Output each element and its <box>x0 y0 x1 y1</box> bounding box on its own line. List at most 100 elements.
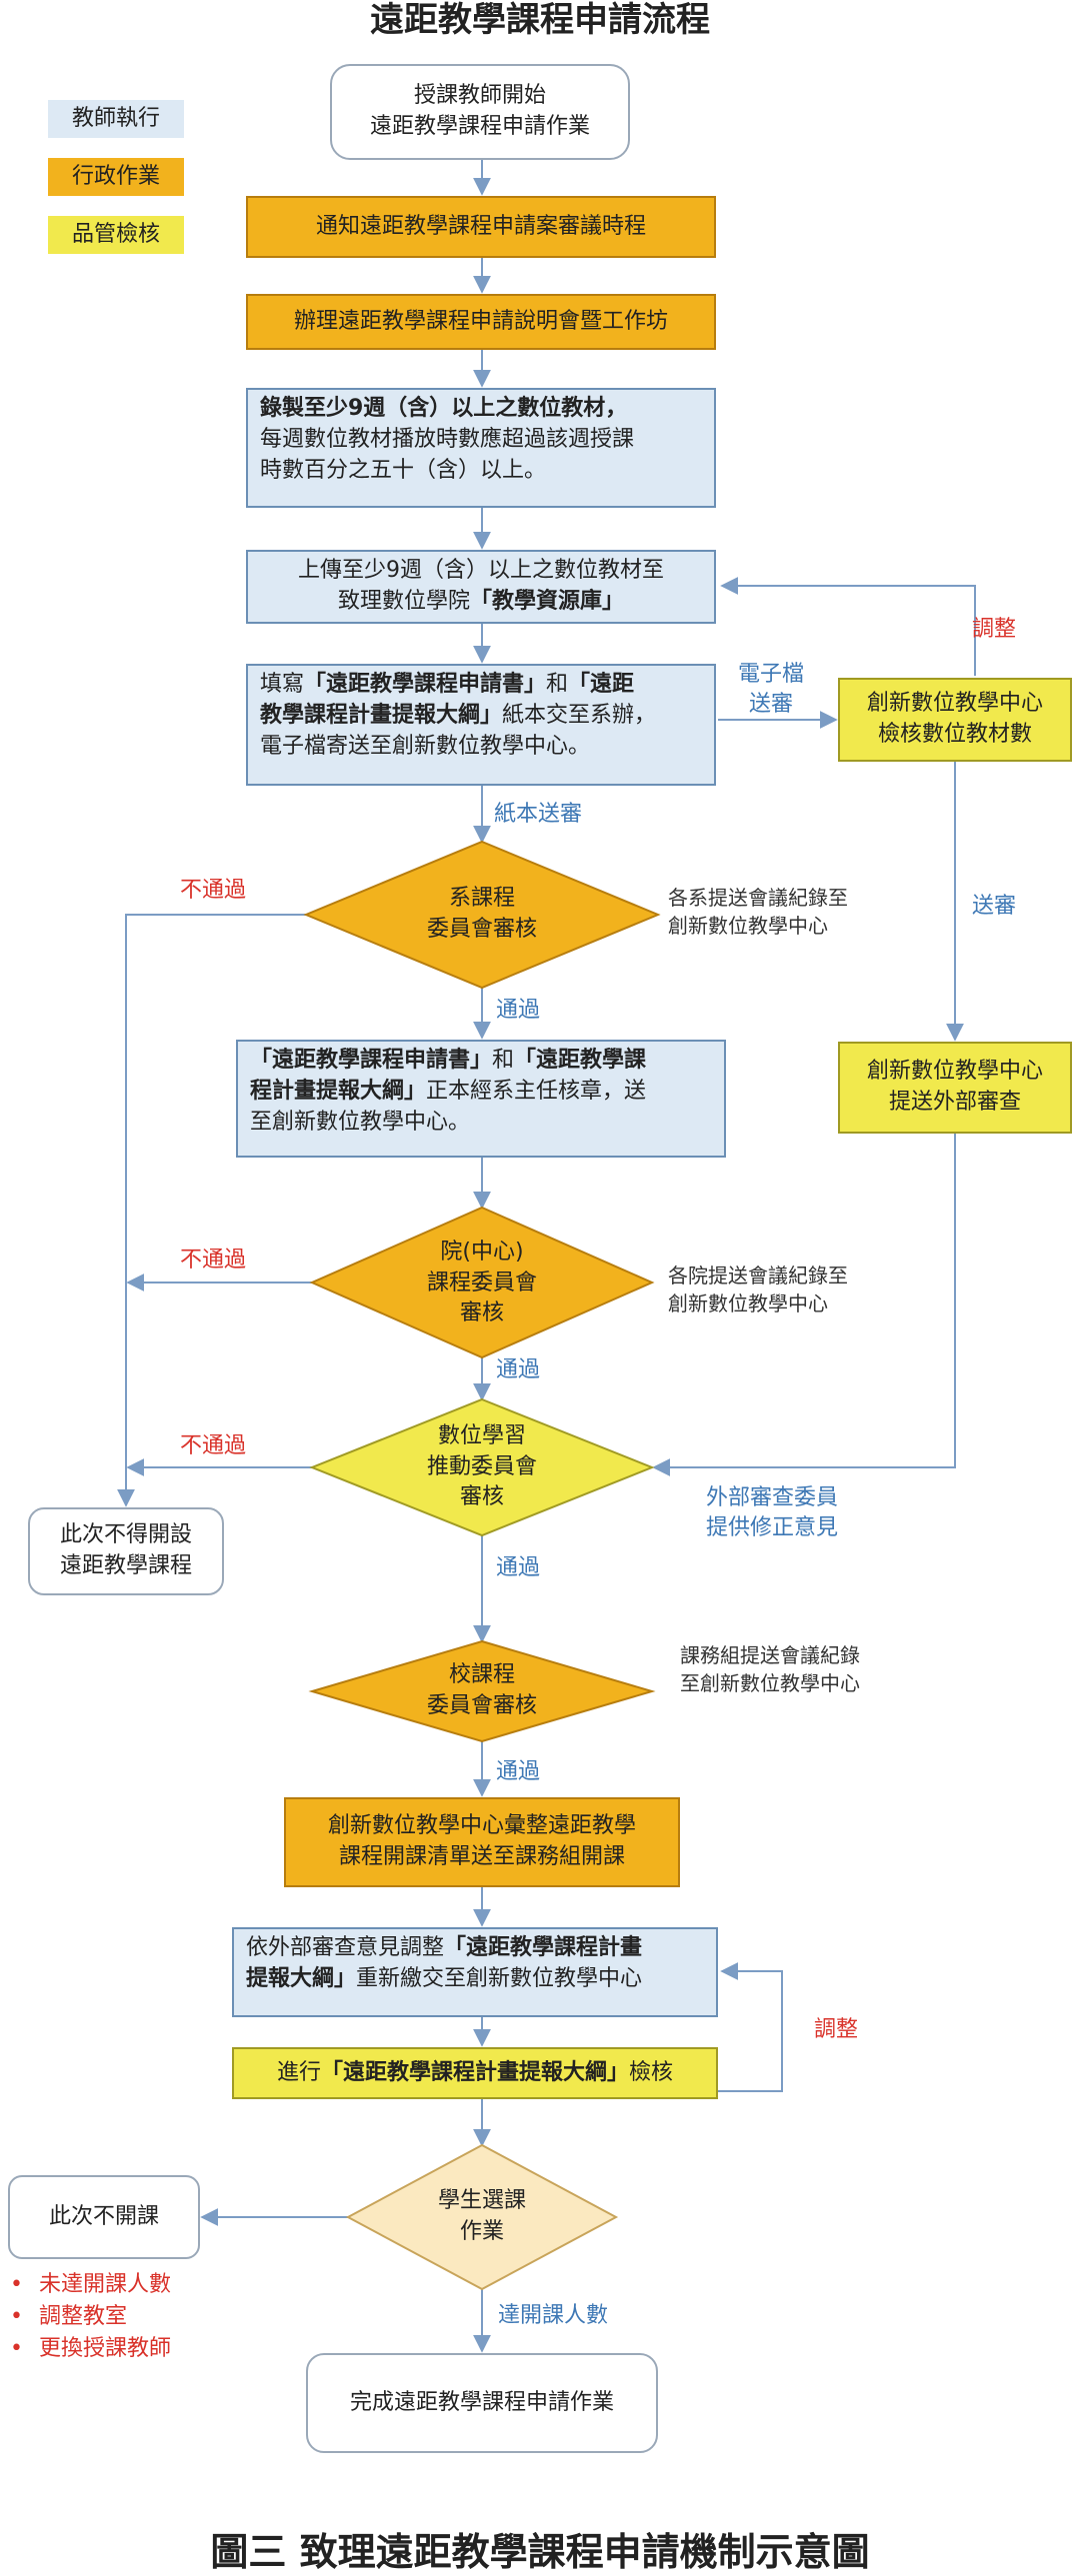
label-adjust-bottom: 調整 <box>814 2017 859 2042</box>
node-notify: 通知遠距教學課程申請案審議時程 <box>246 196 716 258</box>
node-digital-line3: 審核 <box>459 1484 504 1510</box>
arrow-verify-adjust-to-upload <box>720 577 976 676</box>
node-fill-3: 電子檔寄送至創新數位教學中心。 <box>260 733 591 759</box>
node-start-line1: 授課教師開始 <box>413 83 546 109</box>
node-fill-1a: 填寫 <box>260 672 305 697</box>
node-sign-2b: 正本經系主任核章，送 <box>426 1078 647 1104</box>
label-reach: 達開課人數 <box>498 2303 609 2328</box>
node-digital-line1: 數位學習 <box>437 1422 526 1448</box>
note-college-line1: 各院提送會議紀錄至 <box>668 1264 848 1288</box>
node-fill: 填寫「遠距教學課程申請書」和「遠距 教學課程計畫提報大綱」紙本交至系辦， 電子檔… <box>246 664 716 786</box>
node-upload-line1: 上傳至少9週（含）以上之數位教材至 <box>298 558 664 584</box>
node-sign-1b: 和 <box>492 1048 515 1073</box>
node-record: 錄製至少9週（含）以上之數位教材， 每週數位教材播放時數應超過該週授課 時數百分… <box>246 388 716 508</box>
node-check-c: 檢核 <box>629 2059 674 2085</box>
node-sign-2a: 程計畫提報大綱」 <box>250 1078 427 1104</box>
node-dept-review: 系課程 委員會審核 <box>352 866 612 964</box>
diamond-school-review <box>308 1639 656 1743</box>
reason-item: 更換授課教師 <box>10 2333 171 2365</box>
node-adjust-1a: 依外部審查意見調整 <box>246 1935 445 1960</box>
node-fill-1d: 「遠距 <box>568 672 635 697</box>
arrow-external-to-digital <box>652 1134 956 1476</box>
node-compile: 創新數位教學中心彙整遠距教學 課程開課清單送至課務組開課 <box>284 1797 680 1887</box>
page-title: 遠距教學課程申請流程 <box>370 0 710 40</box>
note-college-line2: 創新數位教學中心 <box>668 1291 828 1315</box>
node-verify-line2: 檢核數位教材數 <box>877 722 1032 747</box>
node-reject-line1: 此次不得開設 <box>59 1522 192 1548</box>
legend-admin: 行政作業 <box>48 158 184 196</box>
node-college-review: 院(中心) 課程委員會 審核 <box>352 1230 612 1337</box>
label-paper: 紙本送審 <box>494 802 583 827</box>
node-compile-line1: 創新數位教學中心彙整遠距教學 <box>327 1813 636 1839</box>
node-fill-2a: 教學課程計畫提報大綱」 <box>260 702 503 728</box>
node-school-line2: 委員會審核 <box>426 1693 537 1718</box>
node-workshop: 辦理遠距教學課程申請說明會暨工作坊 <box>246 294 716 350</box>
label-fail-digital: 不通過 <box>180 1433 247 1458</box>
node-sign-1a: 「遠距教學課程申請書」 <box>250 1048 493 1073</box>
node-start-line2: 遠距教學課程申請作業 <box>369 114 590 139</box>
node-fill-1b: 「遠距教學課程申請書」 <box>304 672 547 697</box>
node-adjust-2a: 提報大綱」 <box>246 1965 357 1991</box>
node-fill-1c: 和 <box>546 672 569 697</box>
node-college-line2: 課程委員會 <box>426 1270 537 1295</box>
label-fail-college: 不通過 <box>180 1248 247 1273</box>
node-fill-2b: 紙本交至系辦， <box>502 702 657 728</box>
node-no-open-text: 此次不開課 <box>48 2203 159 2229</box>
node-check-outline: 進行「遠距教學課程計畫提報大綱」檢核 <box>232 2047 718 2099</box>
node-upload-line2b: 「教學資源庫」 <box>470 589 625 614</box>
label-send-review: 送審 <box>972 894 1017 919</box>
node-dept-review-line2: 委員會審核 <box>426 917 537 942</box>
arrow-dept-fail <box>117 914 306 1507</box>
node-select-line1: 學生選課 <box>437 2188 526 2214</box>
node-complete-text: 完成遠距教學課程申請作業 <box>349 2389 614 2415</box>
node-upload-line2a: 致理數位學院 <box>337 589 470 614</box>
note-dept: 各系提送會議紀錄至 創新數位教學中心 <box>668 884 848 940</box>
node-external-line2: 提送外部審查 <box>888 1090 1021 1115</box>
node-workshop-text: 辦理遠距教學課程申請說明會暨工作坊 <box>293 308 668 334</box>
label-external-opinion: 外部審查委員 提供修正意見 <box>706 1483 838 1542</box>
node-record-line3: 時數百分之五十（含）以上。 <box>260 457 547 483</box>
note-school: 課務組提送會議紀錄 至創新數位教學中心 <box>680 1641 860 1697</box>
node-college-line3: 審核 <box>459 1300 504 1326</box>
label-pass-digital: 通過 <box>496 1555 541 1580</box>
node-external: 創新數位教學中心 提送外部審查 <box>838 1042 1072 1134</box>
node-digital-line2: 推動委員會 <box>426 1453 537 1479</box>
note-college: 各院提送會議紀錄至 創新數位教學中心 <box>668 1262 848 1317</box>
label-external-opinion-line1: 外部審查委員 <box>706 1485 839 1510</box>
note-school-line1: 課務組提送會議紀錄 <box>680 1643 860 1667</box>
node-verify-line1: 創新數位教學中心 <box>866 691 1043 717</box>
node-complete: 完成遠距教學課程申請作業 <box>306 2353 658 2453</box>
note-dept-line2: 創新數位教學中心 <box>668 914 828 938</box>
reason-item: 未達開課人數 <box>10 2269 171 2301</box>
node-upload: 上傳至少9週（含）以上之數位教材至 致理數位學院「教學資源庫」 <box>246 550 716 624</box>
diamond-student-select <box>345 2143 619 2291</box>
node-verify: 創新數位教學中心 檢核數位教材數 <box>838 678 1072 762</box>
no-open-reasons: 未達開課人數 調整教室 更換授課教師 <box>10 2269 171 2365</box>
node-college-line1: 院(中心) <box>440 1239 524 1265</box>
node-adjust-outline: 依外部審查意見調整「遠距教學課程計畫 提報大綱」重新繳交至創新數位教學中心 <box>232 1927 718 2017</box>
label-external-opinion-line2: 提供修正意見 <box>706 1514 839 1540</box>
node-school-line1: 校課程 <box>448 1662 515 1688</box>
label-fail-dept: 不通過 <box>180 878 247 903</box>
diamond-digital-review <box>309 1397 655 1537</box>
node-record-line2: 每週數位教材播放時數應超過該週授課 <box>260 426 635 452</box>
note-school-line2: 至創新數位教學中心 <box>680 1671 860 1695</box>
node-sign: 「遠距教學課程申請書」和「遠距教學課 程計畫提報大綱」正本經系主任核章，送 至創… <box>236 1040 726 1158</box>
node-adjust-1b: 「遠距教學課程計畫 <box>444 1935 643 1960</box>
node-select-line2: 作業 <box>459 2219 504 2244</box>
node-check-a: 進行 <box>276 2059 321 2085</box>
node-reject-line2: 遠距教學課程 <box>59 1553 192 1578</box>
label-pass-dept: 通過 <box>496 998 541 1023</box>
diamond-dept-review <box>303 840 661 990</box>
node-start: 授課教師開始 遠距教學課程申請作業 <box>330 64 630 160</box>
diamond-college-review <box>309 1206 655 1359</box>
reason-item: 調整教室 <box>10 2301 171 2333</box>
note-dept-line1: 各系提送會議紀錄至 <box>668 886 848 910</box>
node-no-open: 此次不開課 <box>8 2175 200 2259</box>
node-check-b: 「遠距教學課程計畫提報大綱」 <box>320 2059 629 2085</box>
legend-teacher: 教師執行 <box>48 100 184 138</box>
node-compile-line2: 課程開課清單送至課務組開課 <box>338 1844 625 1869</box>
node-student-select: 學生選課 作業 <box>382 2171 582 2263</box>
label-adjust-top: 調整 <box>972 617 1017 642</box>
